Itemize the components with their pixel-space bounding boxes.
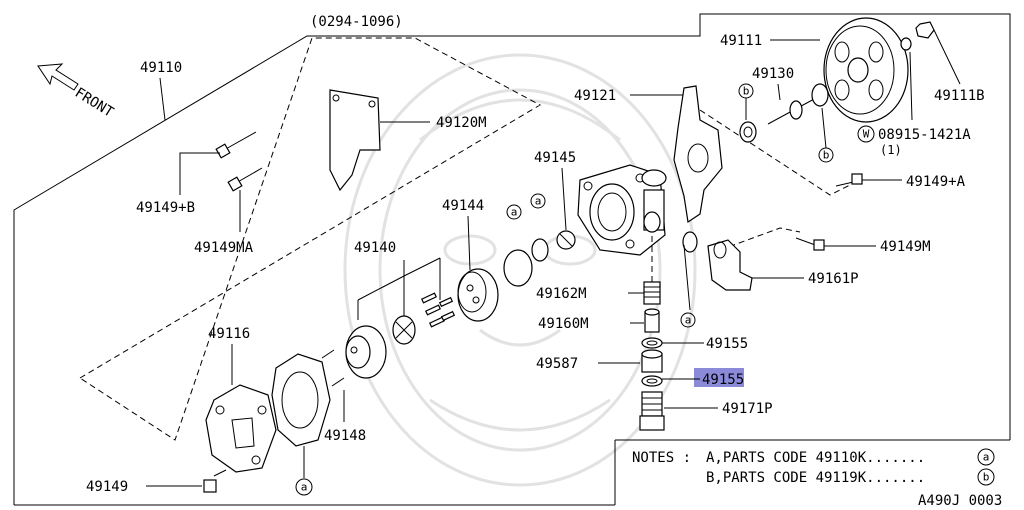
part-bolt-49149 xyxy=(203,469,227,493)
part-bolt-49149A xyxy=(835,173,863,187)
label-49111: 49111 xyxy=(720,33,762,49)
svg-text:a: a xyxy=(511,206,518,219)
svg-text:b: b xyxy=(743,85,750,98)
part-rotor-49140 xyxy=(392,315,416,345)
notes-marker-a: a xyxy=(977,448,995,466)
marker-w: W xyxy=(857,125,875,143)
marker-a-49145: a a xyxy=(506,193,546,220)
watermark-emblem xyxy=(343,53,697,487)
part-oring xyxy=(503,238,549,287)
part-bolt-49149B xyxy=(215,131,257,159)
label-08915: 08915-1421A xyxy=(878,127,971,143)
label-49130: 49130 xyxy=(752,66,794,82)
leader-49149B xyxy=(179,152,220,195)
label-49111B: 49111B xyxy=(934,88,985,104)
label-49587: 49587 xyxy=(536,356,578,372)
label-49149M: 49149M xyxy=(880,239,931,255)
part-shaft-49130 xyxy=(739,83,829,143)
figure-code: A490J 0003 xyxy=(918,493,1002,509)
subassembly-dashed-box xyxy=(79,37,542,441)
notes-line-a: A,PARTS CODE 49110K....... xyxy=(706,450,925,466)
part-cam-ring-49140 xyxy=(345,325,387,379)
part-bracket-49120M xyxy=(329,89,381,192)
leader-49111B xyxy=(933,29,961,85)
label-49110: 49110 xyxy=(140,60,182,76)
leader-49145 xyxy=(561,167,567,231)
label-49120M: 49120M xyxy=(436,115,487,131)
part-washer-49155-top xyxy=(641,337,663,349)
label-49116: 49116 xyxy=(208,326,250,342)
part-bracket-49121 xyxy=(673,85,723,224)
svg-text:W: W xyxy=(863,128,870,141)
label-49149MA: 49149MA xyxy=(194,240,254,256)
label-49171P: 49171P xyxy=(722,401,773,417)
part-spring-49162M xyxy=(643,281,661,305)
marker-b-49130: b xyxy=(738,83,754,120)
part-vanes-49140 xyxy=(421,292,456,328)
elbow-dashed-outline xyxy=(719,227,801,251)
label-49149: 49149 xyxy=(86,479,128,495)
label-49121: 49121 xyxy=(574,88,616,104)
marker-b-snapring: b xyxy=(818,107,834,163)
part-elbow-49161P xyxy=(682,231,753,291)
part-gasket xyxy=(271,353,331,447)
label-49160M: 49160M xyxy=(538,316,589,332)
label-49144: 49144 xyxy=(442,198,484,214)
leader-49144 xyxy=(467,215,471,271)
part-bolt-49149MA xyxy=(227,167,263,192)
leader-marker-a-valve xyxy=(683,244,691,311)
leader-49130 xyxy=(777,83,781,101)
svg-text:b: b xyxy=(983,471,990,484)
label-49148: 49148 xyxy=(324,428,366,444)
part-pulley-49111 xyxy=(823,17,909,123)
marker-a-valve: a xyxy=(680,312,696,328)
part-bolt-49149M xyxy=(795,237,825,251)
part-spring-49145 xyxy=(556,230,576,250)
notes-prefix: NOTES : xyxy=(632,450,691,466)
leader-49140 xyxy=(357,257,441,301)
part-fitting-49171P xyxy=(639,391,665,431)
svg-text:a: a xyxy=(983,451,990,464)
part-ring-49144 xyxy=(457,268,499,322)
label-49140: 49140 xyxy=(354,240,396,256)
part-washer-49155-bottom xyxy=(641,375,663,387)
label-49149B: 49149+B xyxy=(136,200,195,216)
part-connector-49587 xyxy=(641,349,663,373)
part-pins-49148 xyxy=(321,349,345,387)
date-range-label: (0294-1096) xyxy=(310,14,403,30)
part-nut-49111B xyxy=(900,21,935,51)
label-08915-qty: (1) xyxy=(880,143,902,157)
bracket-dashed-outline xyxy=(699,109,861,196)
front-label: FRONT xyxy=(72,85,117,121)
notes-marker-b: b xyxy=(977,468,995,486)
marker-a-gasket: a xyxy=(295,478,313,496)
label-49145: 49145 xyxy=(534,150,576,166)
leader-49110 xyxy=(159,77,166,121)
label-49162M: 49162M xyxy=(536,286,587,302)
part-cover-49116 xyxy=(205,384,277,473)
highlight-49155[interactable] xyxy=(694,368,744,387)
label-49161P: 49161P xyxy=(808,271,859,287)
label-49149A: 49149+A xyxy=(906,174,966,190)
svg-text:a: a xyxy=(685,314,692,327)
label-49155-bottom[interactable]: 49155 xyxy=(702,372,744,388)
front-arrow-icon xyxy=(37,63,79,91)
leader-08915 xyxy=(909,51,913,121)
assembly-frame xyxy=(13,13,1011,505)
svg-text:a: a xyxy=(535,195,542,208)
notes-line-b: B,PARTS CODE 49119K....... xyxy=(706,470,925,486)
label-49155-top: 49155 xyxy=(706,336,748,352)
svg-text:b: b xyxy=(823,149,830,162)
svg-text:a: a xyxy=(301,481,308,494)
part-pump-body xyxy=(577,164,667,256)
part-valve-49160M xyxy=(644,308,660,333)
